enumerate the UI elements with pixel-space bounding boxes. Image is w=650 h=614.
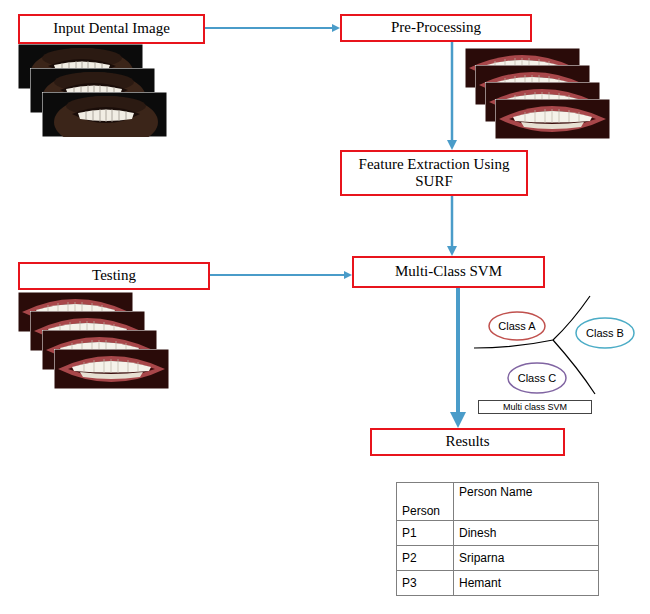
class-ellipse: Class B (575, 317, 635, 349)
table-cell: Person (397, 483, 454, 521)
result-table: Person Person NameP1 DineshP2 SriparnaP3 Hem… (396, 482, 599, 596)
table-text: P2 (402, 551, 417, 565)
table-cell: P2 (397, 546, 454, 571)
node-text: Class A (498, 320, 535, 333)
process-box: Pre-Processing (340, 14, 532, 42)
table-row: P2 Sriparna (397, 546, 599, 571)
node-text: Testing (92, 267, 136, 284)
flow-arrow (456, 288, 460, 418)
table-row: Person Person Name (397, 483, 599, 521)
flow-arrow (451, 42, 454, 144)
node-text: Pre-Processing (391, 19, 481, 36)
ellipse-outline (576, 318, 634, 348)
table-cell: Dinesh (454, 521, 599, 546)
table-text: Dinesh (459, 526, 496, 540)
process-box: Input Dental Image (18, 14, 205, 44)
table-text: Person (402, 504, 440, 518)
flow-arrow (451, 196, 454, 250)
table-row: P1 Dinesh (397, 521, 599, 546)
table-cell: Sriparna (454, 546, 599, 571)
node-text: Multi-Class SVM (395, 263, 502, 280)
table-text: Person Name (459, 485, 532, 499)
process-box: Testing (18, 262, 210, 290)
dental-photo (42, 92, 167, 148)
table-text: Hemant (459, 576, 501, 590)
caption-box: Multi class SVM (478, 400, 592, 414)
node-text: Results (445, 433, 489, 450)
process-box: Feature Extraction Using SURF (340, 150, 528, 196)
node-text: Feature Extraction Using SURF (348, 156, 520, 191)
decision-boundary (474, 340, 553, 348)
table-text: P1 (402, 526, 417, 540)
table-text: P3 (402, 576, 417, 590)
flow-arrow (205, 27, 335, 29)
table-cell: Person Name (454, 483, 599, 521)
table-cell: P3 (397, 571, 454, 596)
table-cell: Hemant (454, 571, 599, 596)
flow-arrow (210, 274, 347, 276)
result-box: Results (370, 428, 565, 456)
node-text: Class C (518, 372, 557, 385)
ellipse-outline (489, 312, 545, 340)
node-text: Input Dental Image (53, 20, 170, 37)
table-text: Sriparna (459, 551, 504, 565)
table-row: P3 Hemant (397, 571, 599, 596)
table-cell: P1 (397, 521, 454, 546)
class-ellipse: Class C (507, 362, 567, 394)
cropped-photo (495, 99, 610, 139)
test-photo (54, 349, 169, 389)
process-box: Multi-Class SVM (352, 256, 545, 288)
ellipse-outline (508, 363, 566, 393)
node-text: Class B (586, 327, 624, 340)
class-ellipse: Class A (488, 311, 546, 341)
node-text: Multi class SVM (503, 402, 567, 412)
